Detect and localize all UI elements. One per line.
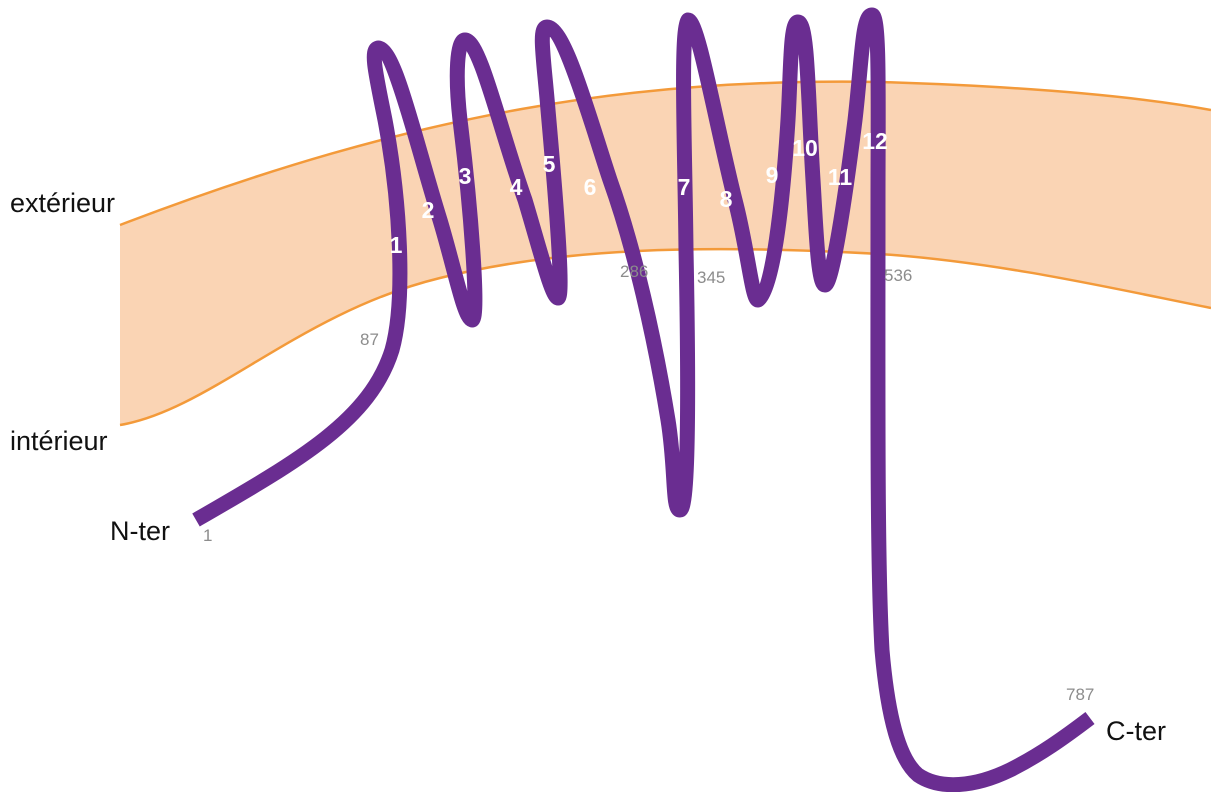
protein-chain <box>192 7 1095 792</box>
helix-label-3: 3 <box>459 163 472 189</box>
helix-label-10: 10 <box>792 135 818 161</box>
helix-labels: 1 2 3 4 5 6 7 8 9 10 11 12 <box>390 128 888 258</box>
position-label-after-tm6: 286 <box>620 262 648 281</box>
helix-label-4: 4 <box>510 174 523 200</box>
helix-label-8: 8 <box>720 186 733 212</box>
helix-label-5: 5 <box>543 151 556 177</box>
n-terminus-label: N-ter <box>110 516 170 546</box>
position-label-start: 1 <box>203 526 212 545</box>
c-terminus-label: C-ter <box>1106 716 1166 746</box>
position-label-after-tm12: 536 <box>884 266 912 285</box>
position-label-tm1-start: 87 <box>360 330 379 349</box>
outside-label: extérieur <box>10 188 115 218</box>
position-label-before-tm7: 345 <box>697 268 725 287</box>
helix-label-2: 2 <box>422 197 435 223</box>
helix-label-6: 6 <box>584 174 597 200</box>
inside-label: intérieur <box>10 426 108 456</box>
helix-label-12: 12 <box>862 128 888 154</box>
helix-label-11: 11 <box>828 164 853 190</box>
position-label-end: 787 <box>1066 685 1094 704</box>
helix-label-9: 9 <box>766 162 779 188</box>
helix-label-7: 7 <box>678 174 691 200</box>
helix-label-1: 1 <box>390 232 403 258</box>
